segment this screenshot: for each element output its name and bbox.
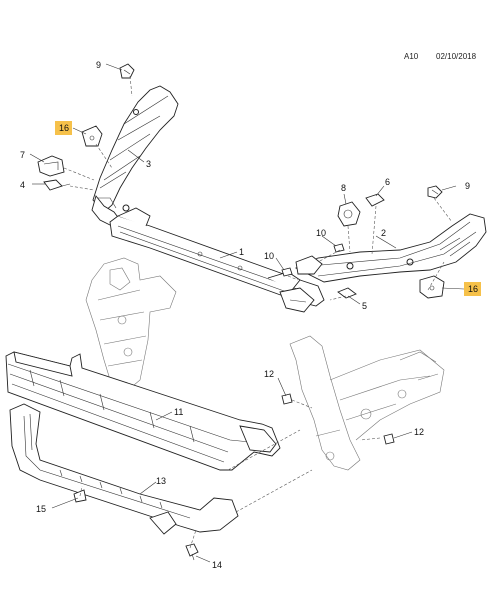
callout-labels: 9 16 7 4 3 1 10 10 8 6 9 2 5 16 11 12 12… [20, 60, 478, 570]
part-2-right-support-bracket [294, 213, 487, 283]
callout-4: 4 [20, 180, 25, 190]
callout-1: 1 [239, 247, 244, 257]
callout-3: 3 [146, 159, 151, 169]
part-16-left-bracket [81, 125, 103, 147]
leader-lines [29, 63, 465, 563]
part-11-bumper-beam [5, 351, 281, 471]
callout-10-left: 10 [264, 251, 274, 261]
callout-15: 15 [36, 504, 46, 514]
callout-7: 7 [20, 150, 25, 160]
left-body-structure [85, 257, 177, 391]
callout-13: 13 [156, 476, 166, 486]
part-7-bracket [37, 155, 65, 177]
callout-12-left: 12 [264, 369, 274, 379]
part-4-bolt [43, 179, 71, 191]
callout-5: 5 [362, 301, 367, 311]
part-1-upper-tie-bar [109, 207, 325, 313]
part-9-top-clip [119, 63, 135, 79]
callout-6: 6 [385, 177, 390, 187]
callout-16-right: 16 [468, 284, 478, 294]
assembly-dashed-lines [63, 75, 453, 549]
callout-16-left: 16 [59, 123, 69, 133]
part-8-bracket [337, 201, 361, 227]
part-10-bolts [281, 243, 345, 277]
diagram-code: A10 [404, 52, 419, 61]
callout-9-top: 9 [96, 60, 101, 70]
callout-8: 8 [341, 183, 346, 193]
highlight-16-right [464, 282, 481, 296]
callout-11: 11 [174, 407, 183, 417]
right-body-structure [289, 335, 445, 471]
highlight-16-left [55, 121, 72, 135]
part-12-bolts [281, 393, 395, 445]
part-16-right-bracket [419, 275, 445, 299]
callout-12-right: 12 [414, 427, 424, 437]
part-9-right-clip [427, 185, 443, 199]
part-6-clip [365, 193, 385, 207]
callout-10-right: 10 [316, 228, 326, 238]
callout-9-right: 9 [465, 181, 470, 191]
part-5-clip [337, 287, 357, 299]
callout-2: 2 [381, 228, 386, 238]
part-14-bolt [185, 543, 199, 561]
diagram-date: 02/10/2018 [436, 52, 477, 61]
callout-14: 14 [212, 560, 222, 570]
part-3-left-support-bracket [91, 85, 179, 227]
